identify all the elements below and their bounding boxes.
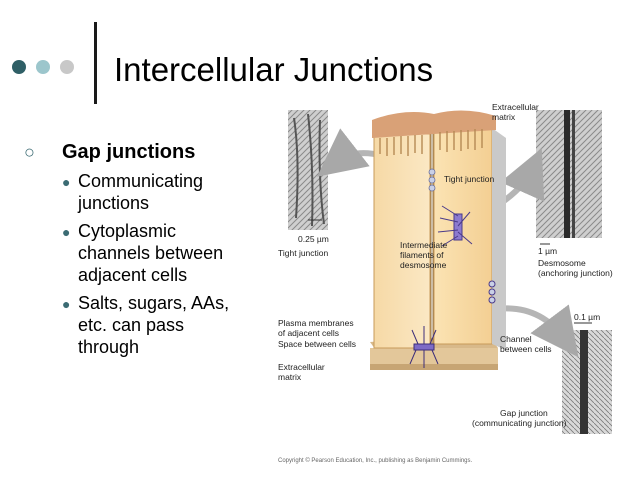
label-extracellular-matrix-bottom-2: matrix (278, 372, 302, 382)
label-scale-01: 0.1 µm (574, 312, 600, 322)
sub-bullet-list: ● Communicating junctions ● Cytoplasmic … (62, 170, 262, 358)
tight-junction-beads (428, 168, 436, 192)
bullet-ring-icon: ○ (24, 142, 35, 162)
dark-dot-icon (12, 60, 26, 74)
sub-bullet: ● Communicating junctions (62, 170, 262, 214)
label-plasma-membranes-2: of adjacent cells (278, 328, 339, 338)
title-divider (94, 22, 97, 104)
bullet-dot-icon: ● (62, 296, 71, 312)
label-desmosome-2: (anchoring junction) (538, 268, 613, 278)
label-scale-1: 1 µm (538, 246, 557, 256)
label-extracellular-matrix-top-2: matrix (492, 112, 516, 122)
label-desmosome: Desmosome (538, 258, 586, 268)
sub-bullet: ● Salts, sugars, AAs, etc. can pass thro… (62, 292, 262, 358)
bullet-list: ○ Gap junctions ● Communicating junction… (22, 140, 262, 364)
figure-labels: Extracellular matrix Tight junction 0.25… (278, 102, 613, 464)
bullet-dot-icon: ● (62, 174, 71, 190)
label-space-between-cells: Space between cells (278, 339, 356, 349)
label-scale-025: 0.25 µm (298, 234, 329, 244)
sub-bullet: ● Cytoplasmic channels between adjacent … (62, 220, 262, 286)
label-channel-2: between cells (500, 344, 552, 354)
label-tight-junction-outer: Tight junction (278, 248, 329, 258)
label-extracellular-matrix-bottom: Extracellular (278, 362, 325, 372)
extracellular-matrix-top (372, 110, 496, 138)
bullet-main-text: Gap junctions (62, 141, 196, 163)
label-intermediate-filaments-2: filaments of (400, 250, 444, 260)
label-gap-junction: Gap junction (500, 408, 548, 418)
sub-bullet-text: Salts, sugars, AAs, etc. can pass throug… (78, 293, 230, 357)
label-tight-junction-inner: Tight junction (444, 174, 495, 184)
label-intermediate-filaments-3: desmosome (400, 260, 447, 270)
cell-left (373, 133, 431, 349)
junctions-diagram: Extracellular matrix Tight junction 0.25… (278, 102, 613, 464)
bullet-main: ○ Gap junctions (22, 140, 262, 164)
decorative-dots (12, 60, 74, 74)
gap-junction-channels (409, 326, 439, 368)
slide-title: Intercellular Junctions (114, 51, 434, 88)
label-channel: Channel (500, 334, 532, 344)
bullet-dot-icon: ● (62, 224, 71, 240)
sub-bullet-text: Communicating junctions (78, 171, 204, 213)
sub-bullet-text: Cytoplasmic channels between adjacent ce… (78, 221, 224, 285)
label-gap-junction-2: (communicating junction) (472, 418, 567, 428)
label-plasma-membranes-1: Plasma membranes (278, 318, 354, 328)
copyright-text: Copyright © Pearson Education, Inc., pub… (278, 457, 473, 464)
light-blue-dot-icon (36, 60, 50, 74)
label-extracellular-matrix-top: Extracellular (492, 102, 539, 112)
desmosome-filaments (437, 205, 473, 247)
label-intermediate-filaments-1: Intermediate (400, 240, 448, 250)
gray-dot-icon (60, 60, 74, 74)
junctions-figure: Extracellular matrix Tight junction 0.25… (274, 98, 636, 470)
